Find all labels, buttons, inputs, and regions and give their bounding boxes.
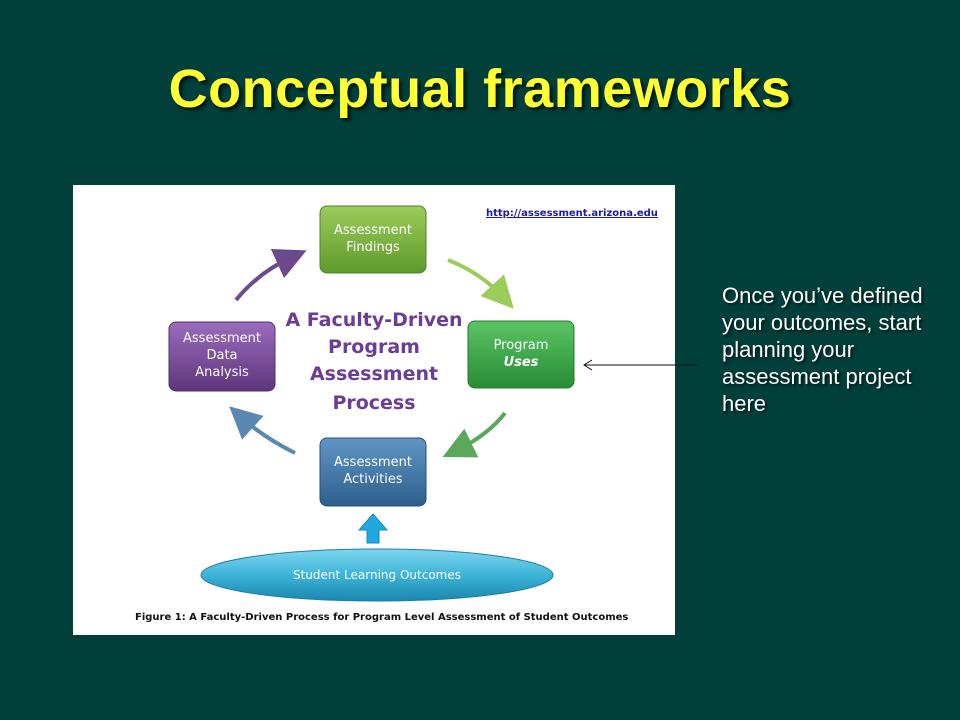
findings-line-1: Assessment (334, 223, 412, 238)
box-assessment-findings: Assessment Findings (319, 205, 427, 274)
box-assessment-activities: Assessment Activities (319, 437, 427, 507)
arrow-activities-to-analysis (229, 406, 296, 455)
center-title: A Faculty-Driven Program Assessment Proc… (285, 309, 462, 414)
activities-line-1: Assessment (334, 455, 412, 470)
center-title-line-4: Process (332, 392, 415, 414)
arrow-program-to-activities (442, 411, 507, 458)
box-program-uses: Program Uses (467, 320, 575, 389)
center-title-line-2: Program (328, 336, 420, 358)
box-assessment-data-analysis: Assessment Data Analysis (168, 321, 276, 392)
slide-title: Conceptual frameworks (168, 59, 792, 119)
side-note: Once you’ve defined your outcomes, start… (722, 283, 923, 416)
analysis-line-1: Assessment (183, 331, 261, 346)
pointer-arrow-icon (583, 359, 698, 371)
framework-diagram: http://assessment.arizona.edu Assessment… (135, 205, 658, 623)
arrow-findings-to-program (447, 258, 514, 309)
source-url[interactable]: http://assessment.arizona.edu (486, 208, 658, 219)
center-title-line-3: Assessment (310, 363, 438, 385)
arrow-analysis-to-findings (234, 249, 307, 302)
activities-line-2: Activities (343, 472, 403, 487)
analysis-line-3: Analysis (195, 365, 249, 380)
up-arrow-icon (357, 513, 389, 544)
program-line-1: Program (494, 338, 549, 353)
center-title-line-1: A Faculty-Driven (285, 309, 462, 331)
figure-caption: Figure 1: A Faculty-Driven Process for P… (135, 612, 628, 623)
oval-label: Student Learning Outcomes (293, 568, 461, 582)
program-line-2: Uses (504, 355, 539, 370)
analysis-line-2: Data (206, 348, 237, 363)
findings-line-2: Findings (346, 240, 400, 255)
student-learning-outcomes-oval: Student Learning Outcomes (200, 548, 554, 602)
framework-figure: http://assessment.arizona.edu Assessment… (73, 185, 675, 635)
